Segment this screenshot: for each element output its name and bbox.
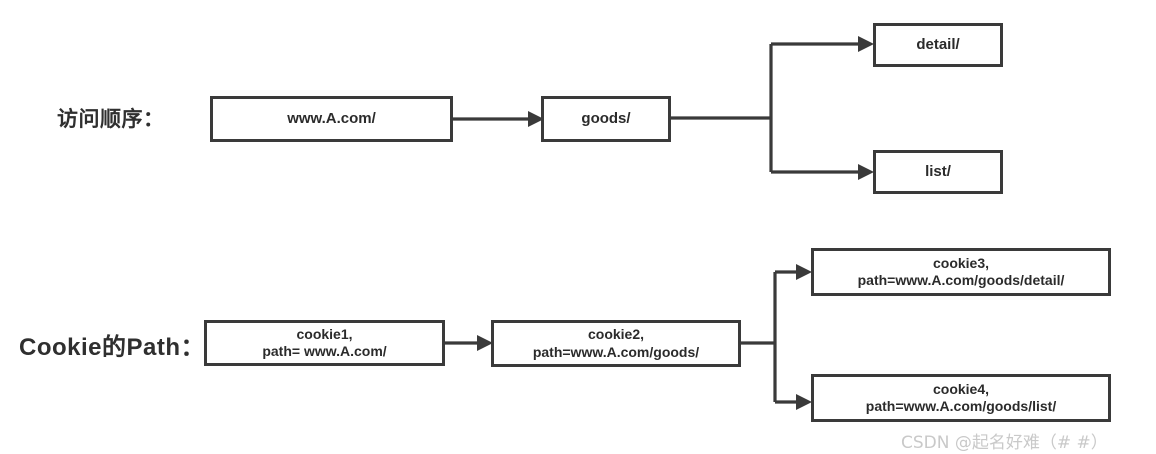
node-cookie2[interactable]: cookie2, path=www.A.com/goods/: [491, 320, 741, 367]
node-cookie3-line-1: cookie3,: [932, 254, 990, 271]
node-cookie1-line-2: path= www.A.com/: [262, 343, 387, 359]
arrowhead-trunk-to-cookie4: [796, 394, 812, 410]
node-cookie1[interactable]: cookie1, path= www.A.com/: [204, 320, 445, 366]
node-cookie2-line-2: path=www.A.com/goods/: [532, 343, 700, 360]
node-root-url-line-1: www.A.com/: [287, 109, 376, 127]
node-cookie4-line-1: cookie4,: [932, 380, 990, 397]
node-cookie3-line-2: path=www.A.com/goods/detail/: [857, 272, 1065, 288]
csdn-watermark: CSDN @起名好难（# #）: [901, 433, 1108, 453]
node-detail[interactable]: detail/: [873, 23, 1003, 67]
row-label-cookie-path: Cookie的Path：: [19, 334, 206, 361]
node-cookie1-line-1: cookie1,: [296, 325, 353, 342]
node-cookie2-line-1: cookie2,: [587, 326, 645, 342]
arrowhead-trunk-to-detail: [858, 36, 874, 52]
node-list[interactable]: list/: [873, 150, 1003, 194]
arrowhead-trunk-to-list: [858, 164, 874, 180]
node-list-line-1: list/: [925, 162, 951, 180]
node-detail-line-1: detail/: [916, 35, 960, 53]
node-root-url[interactable]: www.A.com/: [210, 96, 453, 142]
arrowhead-trunk-to-cookie3: [796, 264, 812, 280]
row-label-visit-order: 访问顺序：: [57, 108, 165, 131]
node-cookie4-line-2: path=www.A.com/goods/list/: [865, 398, 1057, 414]
node-goods-line-1: goods/: [581, 109, 631, 127]
node-cookie4[interactable]: cookie4, path=www.A.com/goods/list/: [811, 374, 1111, 422]
node-cookie3[interactable]: cookie3, path=www.A.com/goods/detail/: [811, 248, 1111, 296]
node-goods[interactable]: goods/: [541, 96, 671, 142]
